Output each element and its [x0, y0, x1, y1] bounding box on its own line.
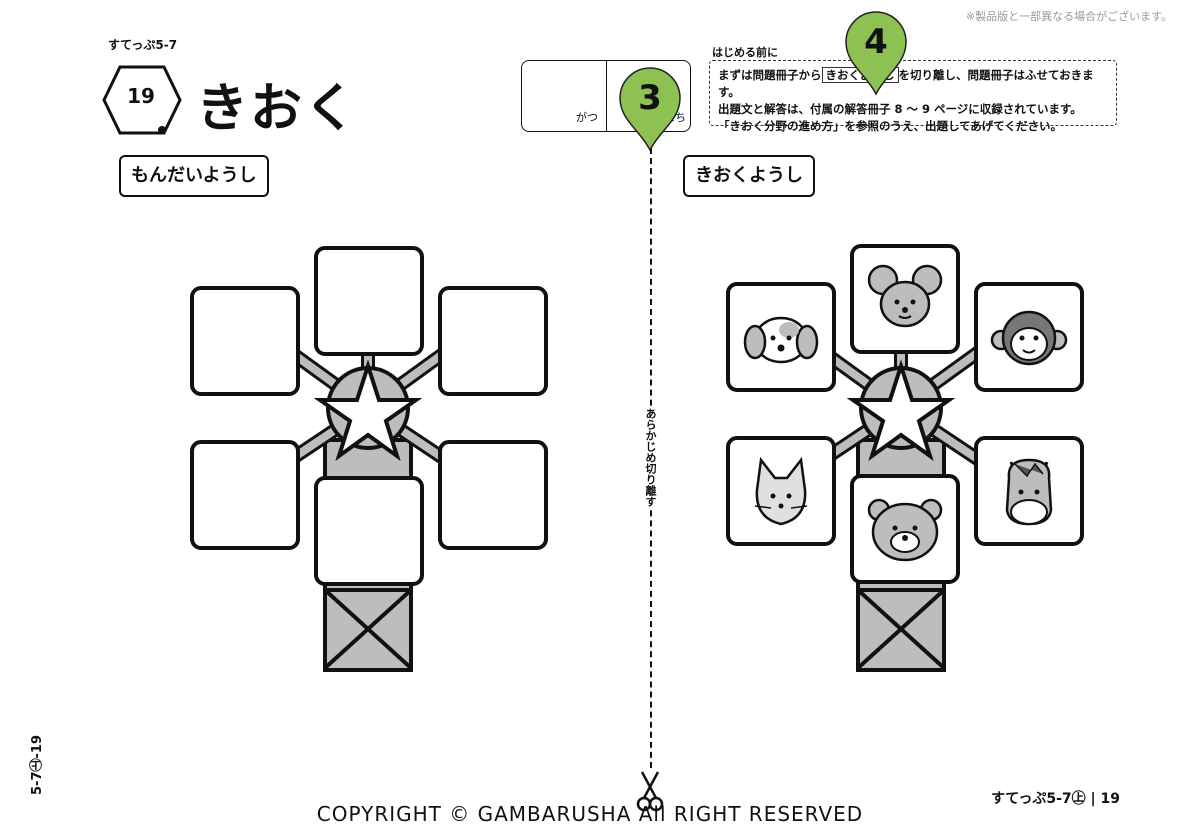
instruction-line-3: 「きおく分野の進め方」を参照のうえ、出題してあげてください。 — [718, 119, 1062, 133]
instructions-box: まずは問題冊子からきおくようしを切り離し、問題冊子はふせておきます。 出題文と解… — [709, 60, 1117, 133]
mouse-icon — [867, 264, 943, 328]
worksheet-number: 19 — [127, 84, 155, 108]
star-icon — [846, 359, 956, 462]
dog-icon — [743, 316, 819, 364]
question-sheet-label: もんだいようし — [119, 155, 269, 197]
horse-icon — [1005, 458, 1053, 526]
marker-pin-3 — [619, 67, 681, 152]
gondola-upper-right — [438, 286, 548, 396]
gondola-upper-left — [190, 286, 300, 396]
ferris-wheel-animals — [726, 244, 1084, 672]
number-hexagon — [102, 65, 182, 135]
gondola-lower-left — [190, 440, 300, 550]
month-label: がつ — [576, 111, 598, 124]
series-label: すてっぷ5-7 — [108, 38, 178, 52]
cat-icon — [754, 456, 808, 526]
instruction-line-1: まずは問題冊子からきおくようしを切り離し、問題冊子はふせておきます。 — [718, 67, 1094, 99]
page-code-vertical: 5-7㊤-19 — [30, 735, 45, 795]
page-title: きおく — [196, 79, 359, 139]
instructions-heading: はじめる前に — [712, 46, 778, 59]
star-icon — [313, 359, 423, 462]
scissors-icon — [636, 771, 664, 812]
gondola-lower-right — [438, 440, 548, 550]
instruction-line-2: 出題文と解答は、付属の解答冊子 8 〜 9 ページに収録されています。 — [718, 102, 1082, 116]
monkey-icon — [990, 310, 1068, 366]
gondola-bottom — [314, 476, 424, 586]
marker-4-label: 4 — [864, 22, 888, 62]
cut-instruction: あらかじめ切り離す — [642, 408, 658, 507]
page-footer: すてっぷ5-7㊤ | 19 — [991, 791, 1120, 807]
gondola-top — [314, 246, 424, 356]
marker-3-label: 3 — [638, 78, 662, 118]
bear-icon — [867, 498, 943, 562]
copyright-text: COPYRIGHT © GAMBARUSHA All RIGHT RESERVE… — [316, 802, 864, 826]
marker-pin-4 — [845, 11, 907, 96]
memory-sheet-label: きおくようし — [683, 155, 815, 197]
disclaimer-notice: ※製品版と一部異なる場合がございます。 — [965, 10, 1172, 23]
ferris-wheel-empty — [190, 246, 548, 672]
